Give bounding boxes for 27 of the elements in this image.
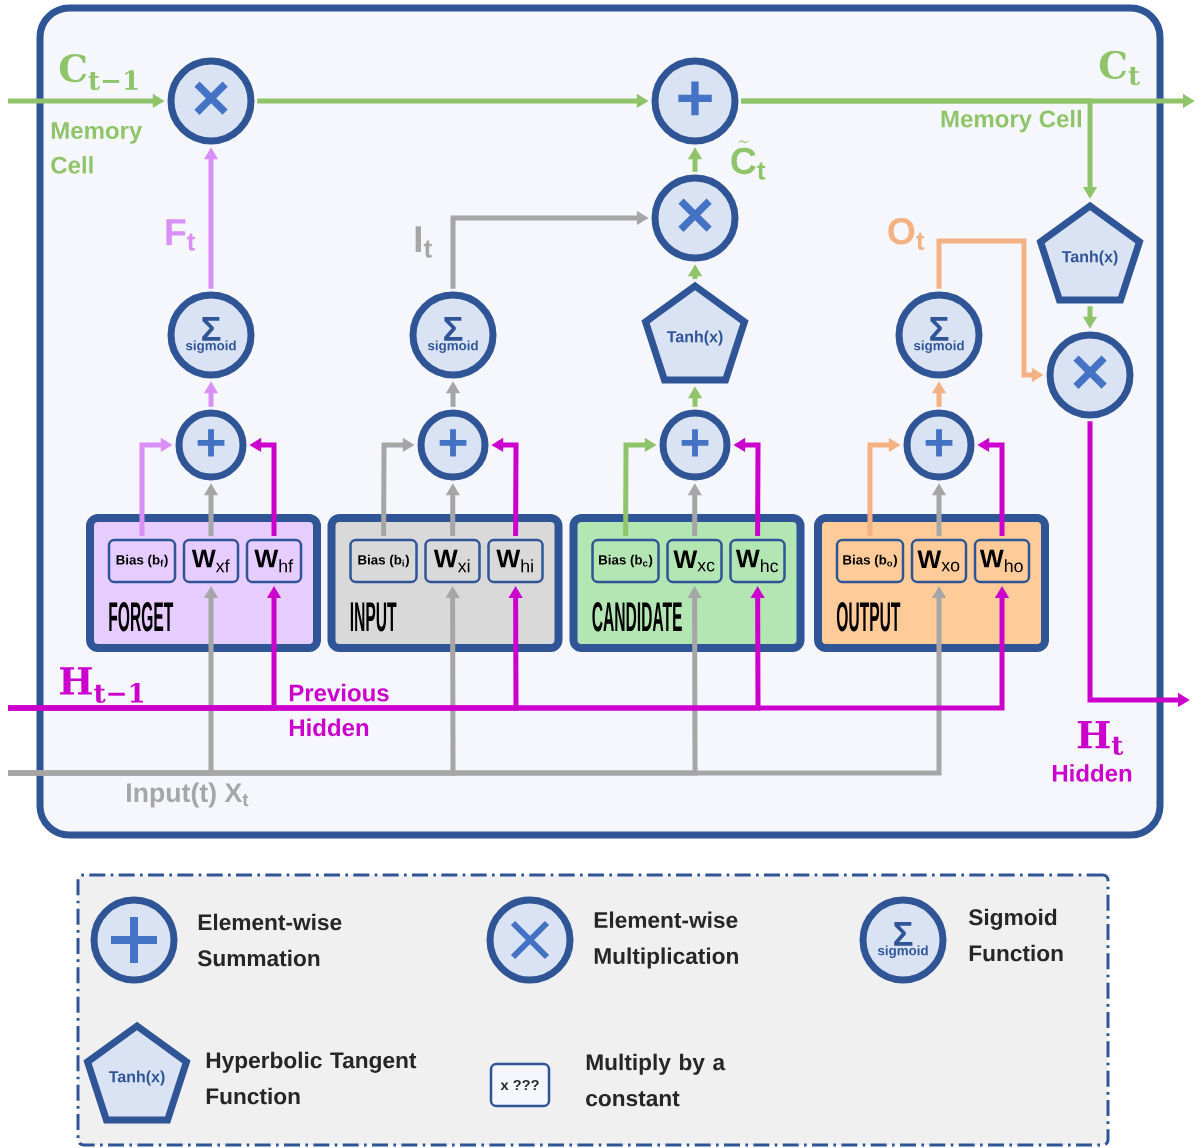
variable-label: H$_{t}$ (1077, 721, 1124, 755)
line-label: Hidden (1052, 764, 1132, 782)
bias-box: Bias (b$_{o}$) (835, 538, 905, 584)
variable-label: C$_{t−1}$ (59, 53, 138, 91)
weight-box: W$_{hf}$ (245, 538, 303, 584)
weight-box: W$_{xc}$ (666, 538, 723, 584)
legend-text: Sigmoid Function (968, 908, 1063, 962)
legend-text: Element-wise Multiplication (594, 911, 738, 969)
bias-box: Bias (b$_{c}$) (591, 538, 660, 584)
legend-text: Multiply by a constant (586, 1053, 726, 1107)
edge-label: $\mathbf{O}_{\mathbf{t}}$ (885, 216, 927, 252)
input-label: Input(t) X$_{t}$ (127, 782, 249, 808)
bias-box: Bias (b$_{i}$) (349, 538, 418, 584)
weight-box: W$_{ho}$ (973, 538, 1031, 584)
weight-box: W$_{hi}$ (487, 538, 544, 584)
weight-box: W$_{xi}$ (424, 538, 481, 584)
weight-box: W$_{xo}$ (910, 538, 968, 584)
line-label: Previous Hidden (289, 683, 389, 737)
legend-text: Element-wise Summation (197, 913, 342, 967)
variable-label: H$_{t−1}$ (60, 667, 144, 703)
weight-box: W$_{hc}$ (729, 538, 786, 584)
line-label: Memory Cell (941, 109, 1081, 133)
line-label: Memory Cell (51, 122, 143, 174)
weight-box: W$_{xf}$ (182, 538, 240, 584)
variable-label: C$_{t}$ (1099, 50, 1140, 86)
bias-box: Bias (b$_{f}$) (107, 538, 177, 584)
legend-text: Hyperbolic Tangent Function (206, 1051, 417, 1105)
